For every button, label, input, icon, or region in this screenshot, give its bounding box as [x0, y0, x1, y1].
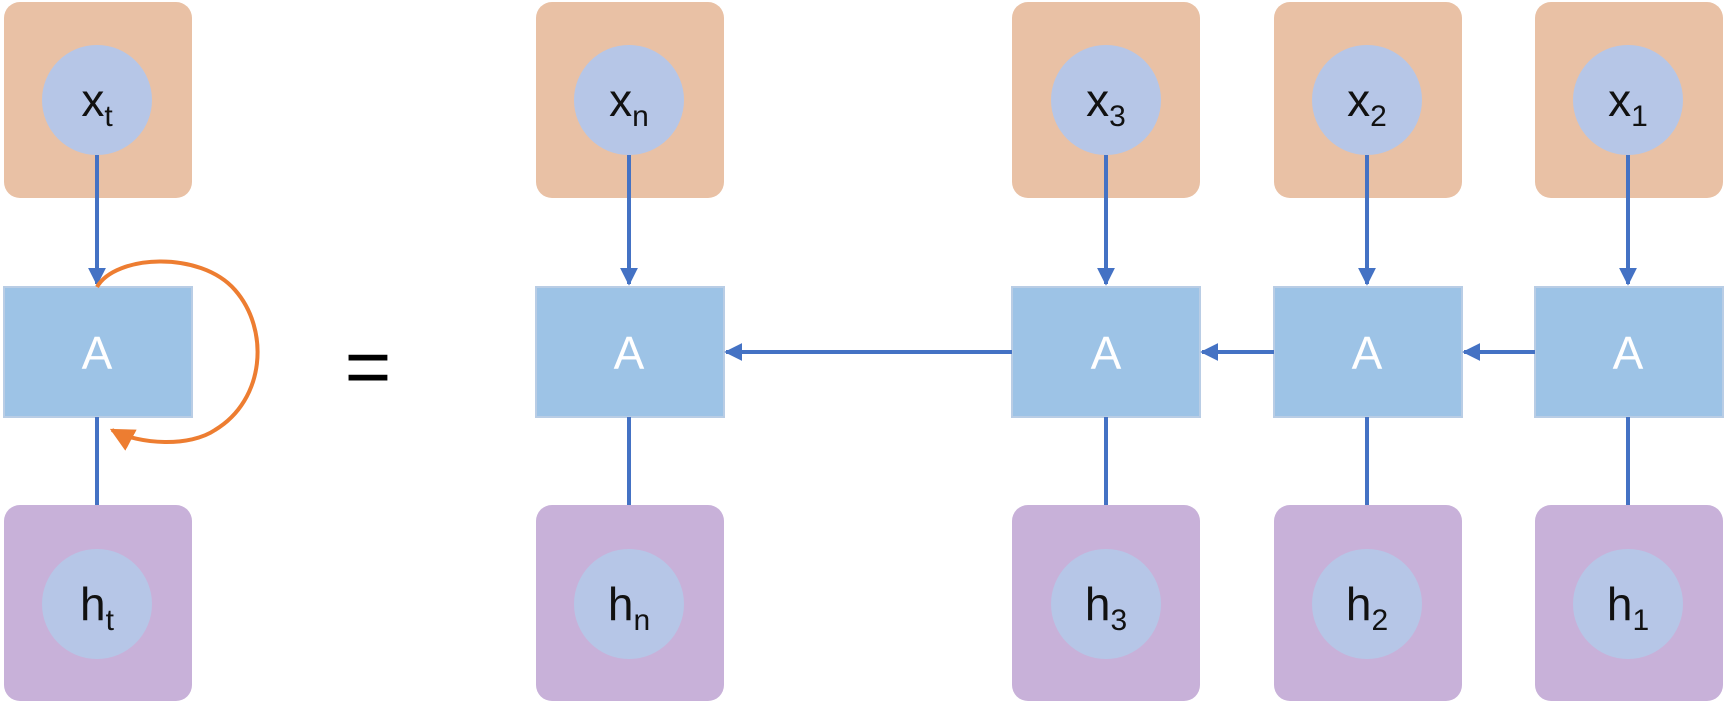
output-label-2: h2 [1346, 578, 1388, 637]
output-node-t [42, 549, 152, 659]
unrolled-rnn: xn A hn x3 A h3 x2 [535, 2, 1724, 701]
output-label-1: h1 [1607, 578, 1649, 637]
output-node-n [574, 549, 684, 659]
input-label-2: x2 [1347, 74, 1387, 133]
input-label-1: x1 [1608, 74, 1648, 133]
input-node-n [574, 45, 684, 155]
rnn-cell-label-t: A [82, 327, 113, 379]
recurrent-loop-arrow [95, 259, 260, 451]
input-label-n: xn [609, 74, 649, 133]
timestep-n: xn A hn [535, 2, 725, 701]
rnn-cell-label-n: A [614, 327, 645, 379]
rnn-cell-n [535, 286, 725, 418]
output-label-t: ht [80, 578, 115, 637]
equals-sign: = [345, 322, 392, 411]
output-node-2 [1312, 549, 1422, 659]
folded-rnn: xt A ht [3, 2, 260, 701]
rnn-cell-label-3: A [1091, 327, 1122, 379]
input-node-3 [1051, 45, 1161, 155]
rnn-cell-3 [1011, 286, 1201, 418]
input-label-3: x3 [1086, 74, 1126, 133]
input-node-t [42, 45, 152, 155]
input-node-1 [1573, 45, 1683, 155]
input-label-t: xt [81, 74, 113, 133]
timestep-3: x3 A h3 [1011, 2, 1201, 701]
output-label-n: hn [608, 578, 650, 637]
rnn-cell-2 [1273, 286, 1463, 418]
output-label-3: h3 [1085, 578, 1127, 637]
timestep-1: x1 A h1 [1534, 2, 1724, 701]
input-node-2 [1312, 45, 1422, 155]
rnn-cell-1 [1534, 286, 1724, 418]
rnn-cell-label-1: A [1613, 327, 1644, 379]
timestep-2: x2 A h2 [1273, 2, 1463, 701]
output-node-3 [1051, 549, 1161, 659]
rnn-cell-label-2: A [1352, 327, 1383, 379]
output-node-1 [1573, 549, 1683, 659]
